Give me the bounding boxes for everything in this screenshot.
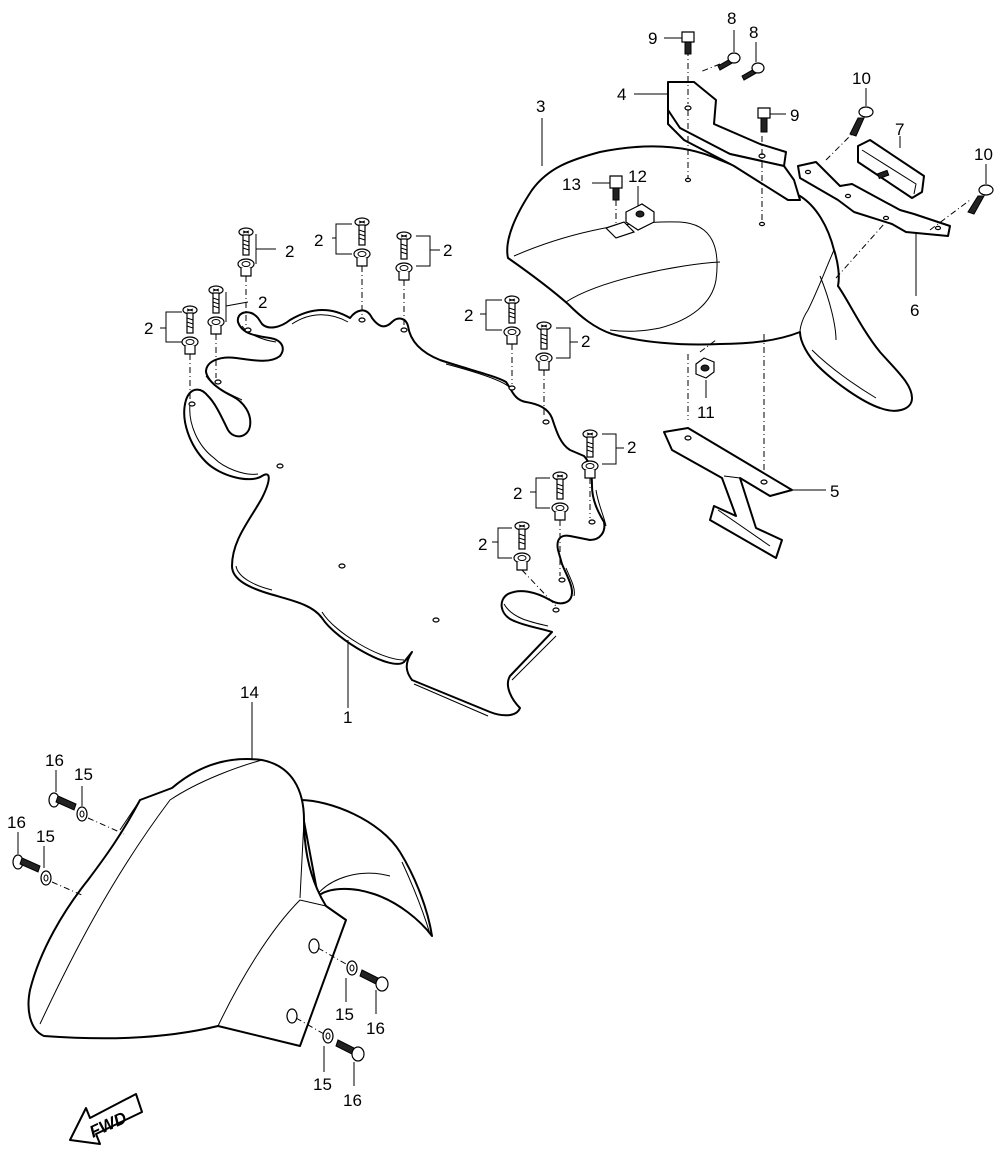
bracket-part-6 <box>797 127 971 296</box>
washer-bolt-set-side-lower <box>295 1017 365 1086</box>
callout-2-a: 2 <box>285 242 294 261</box>
callout-2-d: 2 <box>314 231 323 250</box>
screw-part-2-group <box>160 217 624 607</box>
washer-bolt-set-front-lower <box>12 832 85 897</box>
washer-bolt-set-front-upper <box>48 770 125 835</box>
bolt-part-8-b <box>741 42 765 81</box>
callout-labels: 1 2 2 2 2 2 2 2 2 2 2 3 4 5 6 7 8 8 9 9 … <box>7 9 993 1110</box>
callout-3: 3 <box>536 97 545 116</box>
callout-7: 7 <box>895 120 904 139</box>
callout-15-c: 15 <box>335 1005 354 1024</box>
callout-11: 11 <box>697 403 715 422</box>
callout-16-d: 16 <box>343 1091 362 1110</box>
washer-bolt-set-side-upper <box>317 947 389 1014</box>
callout-16-b: 16 <box>7 813 26 832</box>
callout-15-d: 15 <box>313 1075 332 1094</box>
callout-13: 13 <box>562 175 581 194</box>
callout-2-f: 2 <box>464 306 473 325</box>
callout-6: 6 <box>910 301 919 320</box>
callout-15-b: 15 <box>36 827 55 846</box>
callout-2-h: 2 <box>627 438 636 457</box>
bolt-part-8-a <box>717 30 741 71</box>
callout-16-a: 16 <box>45 751 64 770</box>
callout-4: 4 <box>617 85 626 104</box>
callout-10-a: 10 <box>852 69 871 88</box>
bracket-part-4 <box>634 50 801 227</box>
callout-8-b: 8 <box>749 23 758 42</box>
callout-2-b: 2 <box>258 293 267 312</box>
front-fender-part-14 <box>27 702 433 1047</box>
callout-5: 5 <box>830 482 839 501</box>
callout-1: 1 <box>343 708 352 727</box>
fwd-arrow-icon: FWD <box>69 1093 143 1145</box>
callout-2-j: 2 <box>478 535 487 554</box>
callout-14: 14 <box>240 683 259 702</box>
rear-fender-part-3 <box>506 118 913 480</box>
bolt-part-10-a <box>849 88 874 137</box>
callout-12: 12 <box>628 167 647 186</box>
callout-10-b: 10 <box>974 145 993 164</box>
clip-part-12 <box>604 186 655 239</box>
bolt-part-9-b <box>757 107 786 133</box>
nut-part-11 <box>695 357 715 398</box>
callout-15-a: 15 <box>74 765 93 784</box>
callout-2-i: 2 <box>513 484 522 503</box>
callout-9-b: 9 <box>790 106 799 125</box>
reflector-part-7 <box>857 136 925 199</box>
bolt-part-10-b <box>967 164 994 215</box>
callout-8-a: 8 <box>727 9 736 28</box>
callout-2-g: 2 <box>581 332 590 351</box>
bolt-part-9-a <box>664 31 695 55</box>
bolt-part-13 <box>592 175 623 230</box>
panel-part-1 <box>183 308 607 717</box>
callout-16-c: 16 <box>366 1019 385 1038</box>
callout-2-c: 2 <box>144 319 153 338</box>
stay-part-5 <box>663 427 826 559</box>
callout-2-e: 2 <box>443 241 452 260</box>
callout-9-a: 9 <box>648 29 657 48</box>
